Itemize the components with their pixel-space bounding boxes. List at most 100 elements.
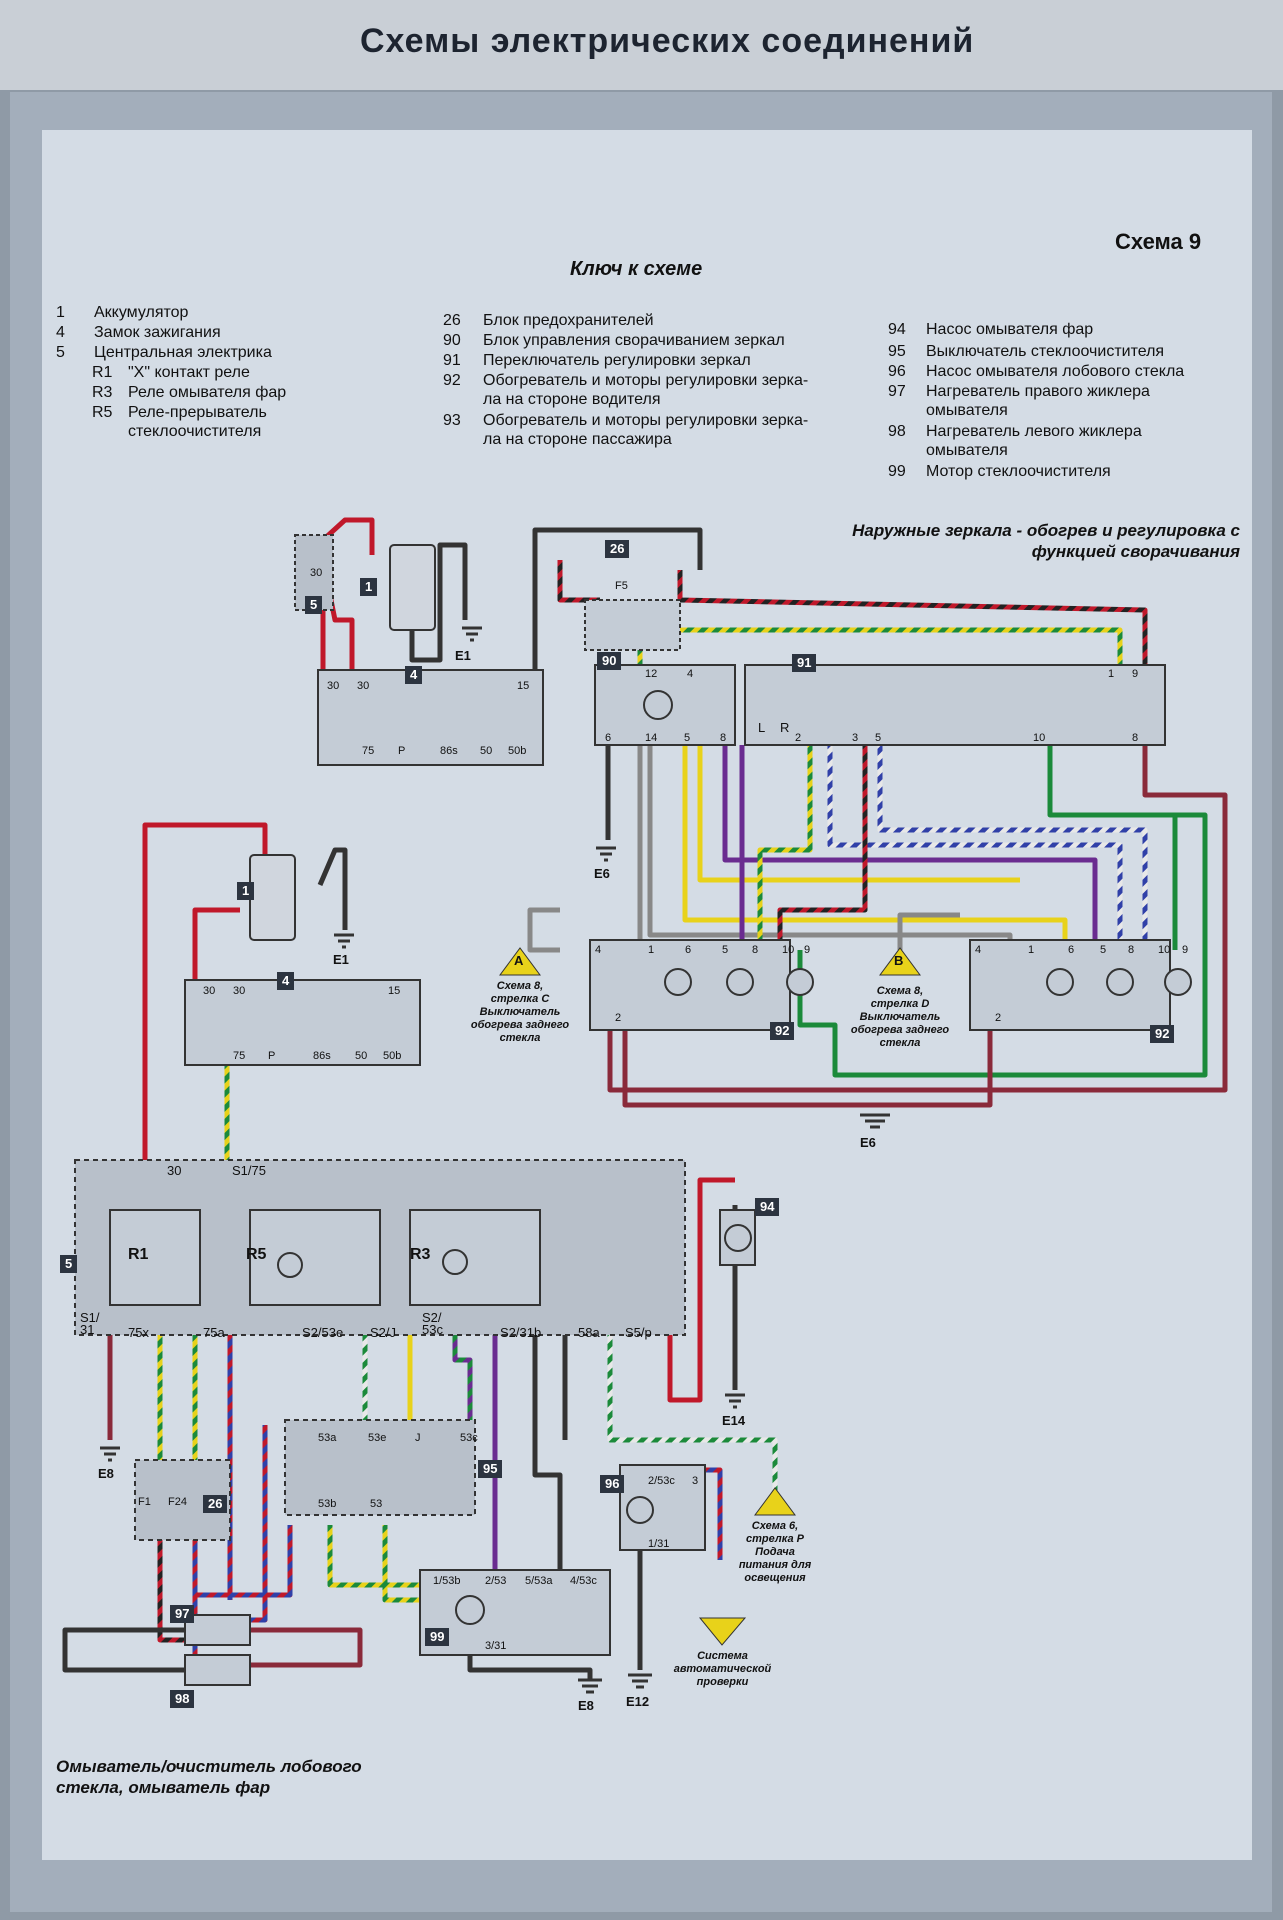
page-title: Схемы электрических соединений: [360, 22, 975, 60]
pin-label: 1: [1028, 944, 1035, 956]
legend-num: R1: [92, 364, 113, 381]
component-4-label: 4: [405, 666, 423, 684]
pin-label: S5/p: [625, 1325, 652, 1340]
relay-r5-label: R5: [246, 1246, 267, 1263]
ground-e1-label: E1: [455, 648, 471, 663]
component-5-label: 5: [60, 1255, 78, 1273]
pin-label: 9: [1132, 668, 1139, 680]
pin-label: 53c: [460, 1432, 478, 1444]
component-boxes: [74, 534, 1171, 1686]
pin-label: 3/31: [485, 1640, 507, 1652]
pin-label: 53e: [368, 1432, 387, 1444]
pin-label: 14: [645, 732, 658, 744]
pin-label: 5: [1100, 944, 1107, 956]
pin-label: 50b: [383, 1050, 402, 1062]
ref-b-letter: B: [894, 953, 904, 968]
component-91-label: 91: [792, 654, 817, 672]
legend-text: Мотор стеклоочистителя: [926, 463, 1111, 480]
component-5-label: 5: [305, 596, 323, 614]
pin-label: 1: [648, 944, 655, 956]
legend-text: Блок управления сворачиванием зеркал: [483, 332, 785, 349]
pin-label: 2/53c: [648, 1475, 675, 1487]
pin-label: 75: [233, 1050, 246, 1062]
fuse-f5-label: F5: [615, 580, 628, 592]
pin-label: 30: [310, 567, 323, 579]
pin-label: 8: [1132, 732, 1139, 744]
pin-label: 75a: [203, 1325, 225, 1340]
legend-text: Аккумулятор: [94, 304, 189, 321]
component-26-label: 26: [605, 540, 630, 558]
ground-e6-label: E6: [594, 866, 610, 881]
pin-label: 30: [203, 985, 216, 997]
pin-label: S2/31b: [500, 1325, 542, 1340]
legend-num: 4: [56, 324, 65, 341]
pin-label: 2: [795, 732, 802, 744]
page-header: Схемы электрических соединений: [0, 0, 1283, 90]
legend-text: "X" контакт реле: [128, 364, 250, 381]
legend-num: 91: [443, 352, 461, 369]
pin-label: 86s: [313, 1050, 331, 1062]
legend-num: 5: [56, 344, 65, 361]
pin-label: 6: [605, 732, 612, 744]
pin-label: 6: [1068, 944, 1075, 956]
legend-text: Обогреватель и моторы регулировки зерка-…: [483, 372, 809, 408]
motor-symbols: [277, 690, 1192, 1625]
legend-num: 1: [56, 304, 65, 321]
ground-e1-label: E1: [333, 952, 349, 967]
wires: [62, 517, 1228, 1680]
component-94-label: 94: [755, 1198, 780, 1216]
legend-text: Замок зажигания: [94, 324, 221, 341]
mirrors-caption: Наружные зеркала - обогрев и регулировка…: [852, 521, 1240, 561]
pin-label: 6: [685, 944, 692, 956]
legend-text: Блок предохранителей: [483, 312, 654, 329]
pin-label: 10: [1033, 732, 1046, 744]
ref-b-text: Схема 8, стрелка D Выключатель обогрева …: [850, 985, 950, 1049]
pin-label: 4/53c: [570, 1575, 597, 1587]
legend-num: 97: [888, 383, 906, 400]
pin-label: 1/53b: [433, 1575, 461, 1587]
pin-label: 8: [720, 732, 727, 744]
pin-label: 15: [517, 680, 530, 692]
pin-label: 5: [722, 944, 729, 956]
pin-label: 5: [875, 732, 882, 744]
pin-label: 4: [975, 944, 982, 956]
legend-num: R3: [92, 384, 113, 401]
component-99-label: 99: [425, 1628, 450, 1646]
pin-label: 12: [645, 668, 658, 680]
component-1-label: 1: [360, 578, 378, 596]
legend-num: 99: [888, 463, 906, 480]
ref-p-text: Схема 6, стрелка P Подача питания для ос…: [738, 1520, 812, 1584]
legend-text: Нагреватель правого жиклера омывателя: [926, 383, 1150, 419]
pin-label: 30: [327, 680, 340, 692]
pin-label: P: [398, 745, 406, 757]
pin-label: 75x: [128, 1325, 149, 1340]
pin-label: S2/53e: [302, 1325, 344, 1340]
legend-text: Реле омывателя фар: [128, 384, 287, 401]
ground-e8-label: E8: [98, 1466, 114, 1481]
legend-text: Реле-прерыватель стеклоочистителя: [128, 404, 267, 440]
component-95-label: 95: [478, 1460, 503, 1478]
relay-r1-label: R1: [128, 1246, 149, 1263]
legend-num: 92: [443, 372, 461, 389]
pin-label: 8: [752, 944, 759, 956]
pin-label: 9: [1182, 944, 1189, 956]
legend-num: 94: [888, 321, 906, 338]
pin-label: 4: [595, 944, 602, 956]
pin-label: S1/ 31: [80, 1310, 100, 1337]
pin-label: 75: [362, 745, 375, 757]
relay-r3-label: R3: [410, 1246, 431, 1263]
pin-label: 53a: [318, 1432, 337, 1444]
legend-num: 90: [443, 332, 461, 349]
legend-num: 93: [443, 412, 461, 429]
ground-e8-label: E8: [578, 1698, 594, 1713]
component-92-label: 92: [770, 1022, 795, 1040]
legend-num: 96: [888, 363, 906, 380]
component-98-label: 98: [170, 1690, 195, 1708]
legend-text: Насос омывателя лобового стекла: [926, 363, 1185, 380]
pin-label: R: [780, 720, 790, 735]
ground-e12-label: E12: [626, 1694, 650, 1709]
pin-label: 4: [687, 668, 694, 680]
pin-label: 50: [355, 1050, 368, 1062]
legend-text: Выключатель стеклоочистителя: [926, 343, 1165, 360]
